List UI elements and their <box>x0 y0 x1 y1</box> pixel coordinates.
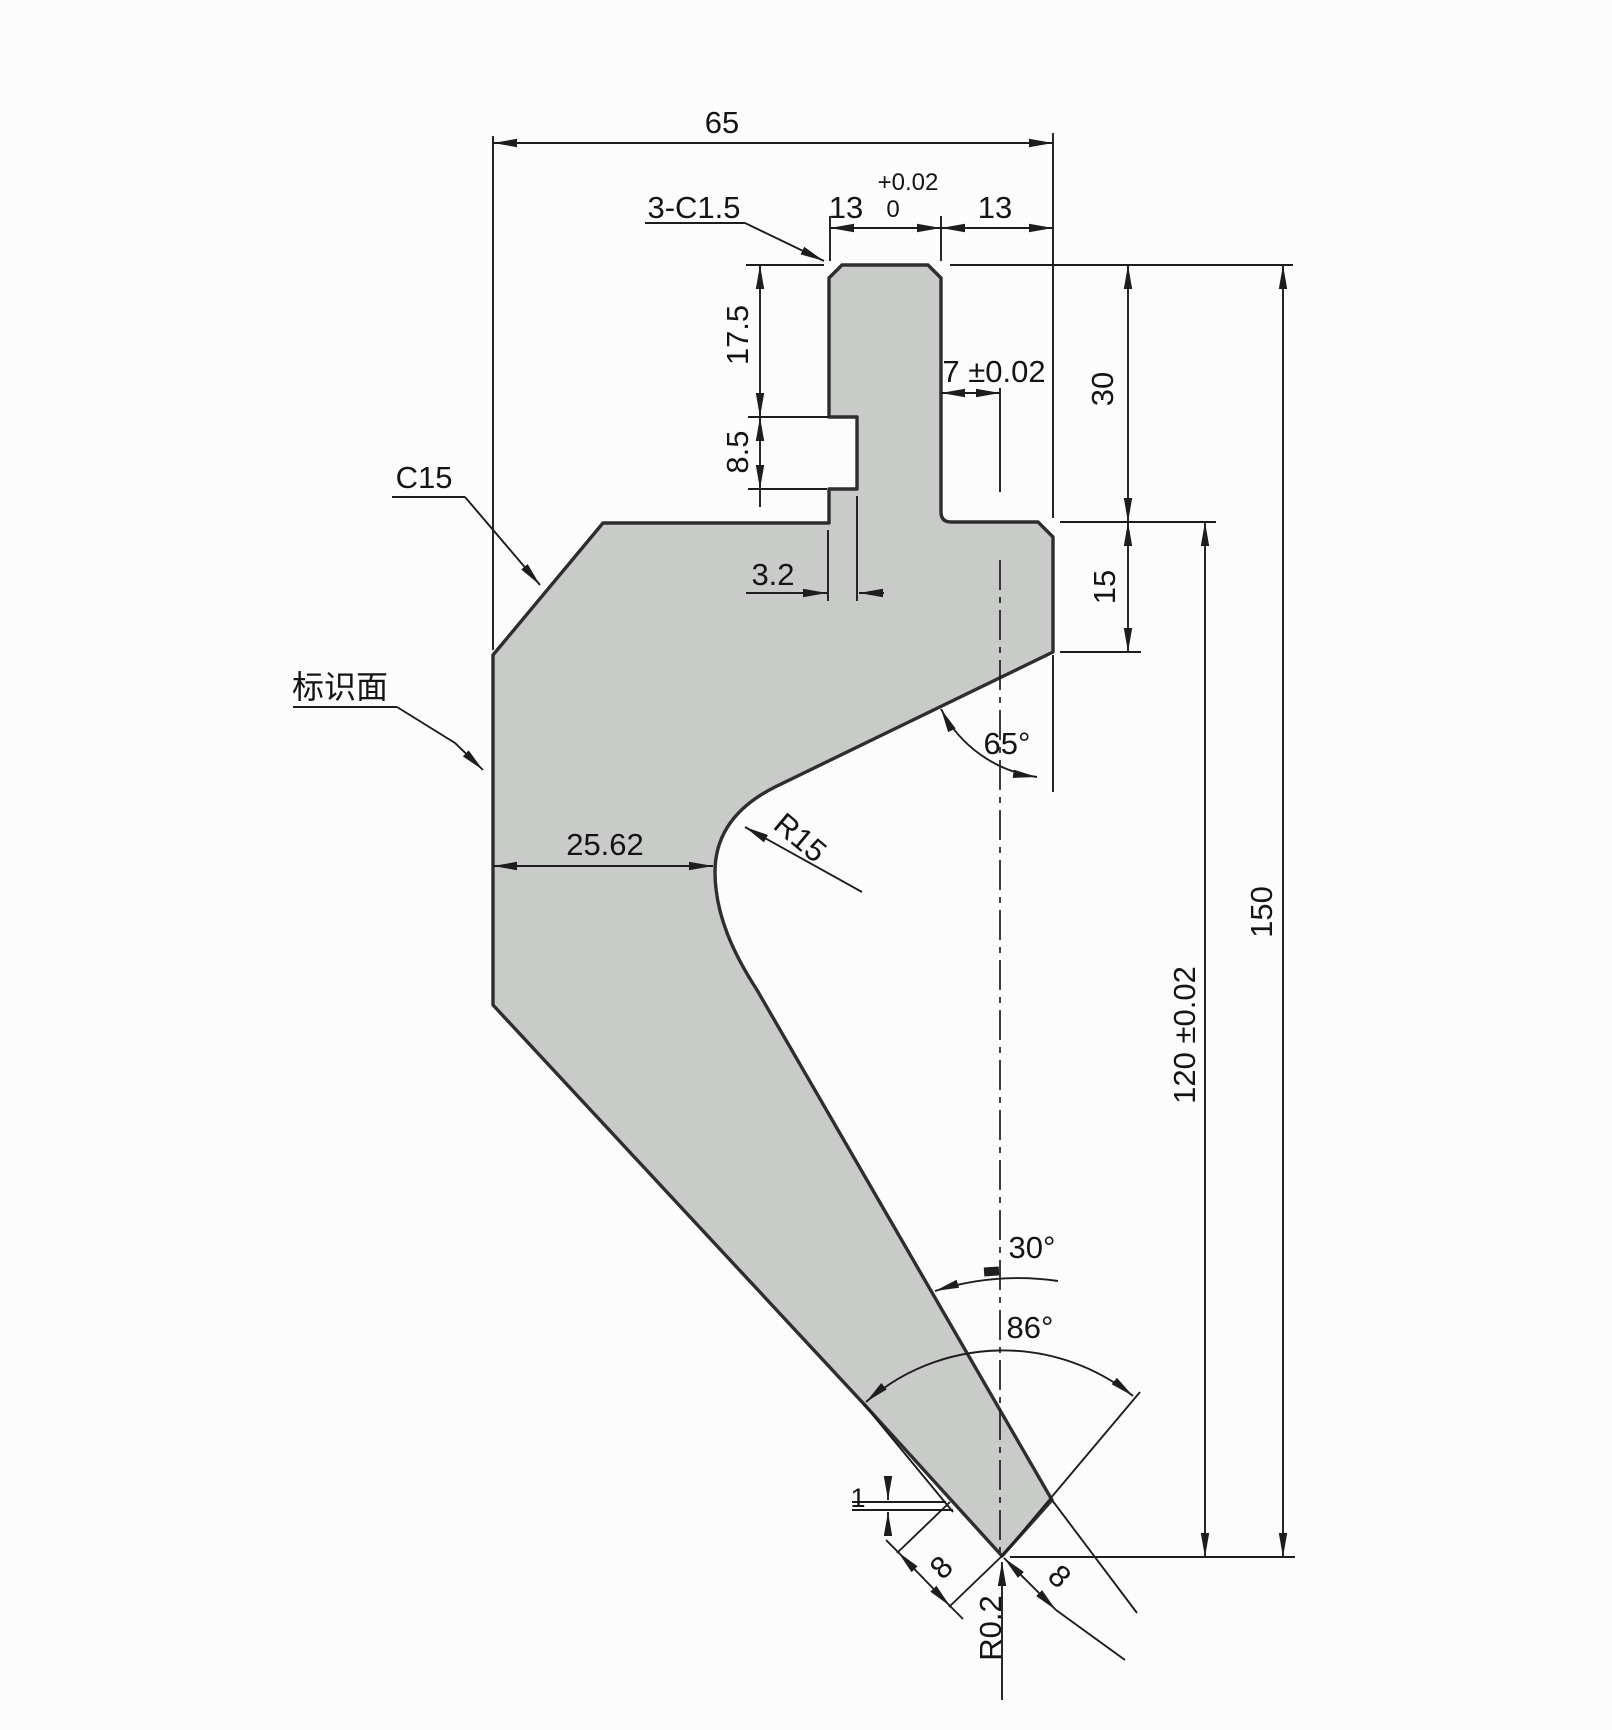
punch-body-outline <box>491 263 1055 1558</box>
dim-tang-height: 17.5 <box>720 305 755 365</box>
dim-overall-width: 65 <box>705 105 739 140</box>
relief-angle-tick <box>983 1266 1000 1277</box>
dim-neck-fillet: R15 <box>767 806 833 869</box>
dim-slot-tol-plus: +0.02 <box>878 169 939 196</box>
dim-clamp-width: 7 ±0.02 <box>942 354 1045 389</box>
dim-tip-flat-left: 8 <box>923 1549 960 1586</box>
tip-land-reference-line <box>862 1402 954 1513</box>
dim-notch-depth: 3.2 <box>751 557 794 592</box>
dim-notch-height: 8.5 <box>720 430 755 473</box>
shoulder-angle-arc <box>940 708 1038 778</box>
dim-tip-angle: 86° <box>1007 1310 1054 1345</box>
tip-angle-arc <box>865 1349 1134 1403</box>
dim-total-height: 150 <box>1244 886 1279 938</box>
dim-shoulder-angle: 65° <box>984 726 1031 761</box>
relief-angle-arc <box>934 1277 1059 1292</box>
label-marking-face: 标识面 <box>292 669 388 705</box>
dim-tip-flat-right: 8 <box>1041 1558 1078 1595</box>
label-left-chamfer: C15 <box>396 460 453 495</box>
dim-chamfer-note: 3-C1.5 <box>647 190 740 225</box>
dim-working-height: 120 ±0.02 <box>1167 966 1202 1104</box>
dim-slot-tol-zero: 0 <box>886 196 899 223</box>
dim-slot-offset: 13 <box>978 190 1012 225</box>
dim-upper-height: 30 <box>1085 372 1120 406</box>
dimension-labels: 65 3-C1.5 13 +0.02 0 13 17.5 8.5 7 ±0.02… <box>292 105 1279 1661</box>
dim-relief-angle: 30° <box>1009 1230 1056 1265</box>
dim-tip-radius: R0.2 <box>973 1595 1008 1660</box>
dim-shoulder-height: 15 <box>1087 570 1122 604</box>
dimension-lines <box>493 138 1288 1700</box>
dim-neck-width: 25.62 <box>566 827 644 862</box>
dim-tip-land: 1 <box>850 1483 865 1513</box>
dim-slot-width: 13 <box>829 190 863 225</box>
angle-arcs <box>865 708 1134 1403</box>
